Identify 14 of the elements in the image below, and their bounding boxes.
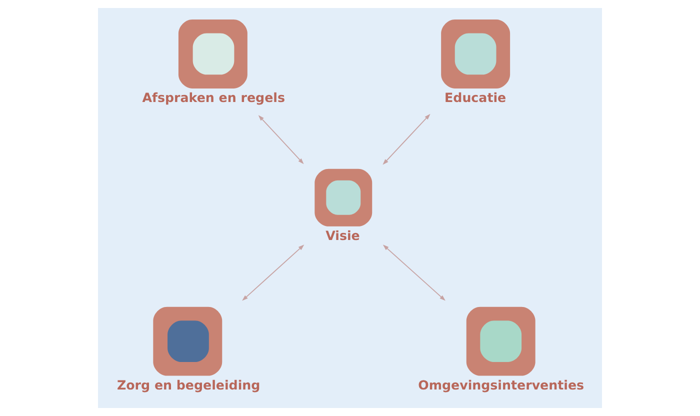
arrow (242, 244, 304, 301)
node-box (178, 20, 248, 88)
arrow (382, 244, 446, 301)
node-label: Visie (326, 228, 360, 243)
node-label: Educatie (444, 90, 506, 106)
node-box (441, 20, 510, 88)
arrow (382, 114, 430, 165)
arrow (258, 115, 304, 164)
node-label: Omgevingsinterventies (418, 377, 584, 392)
node-label: Afspraken en regels (142, 90, 285, 106)
node-box (314, 168, 372, 226)
node-label: Zorg en begeleiding (116, 377, 260, 392)
node-box (153, 306, 222, 376)
node-box (466, 306, 536, 376)
